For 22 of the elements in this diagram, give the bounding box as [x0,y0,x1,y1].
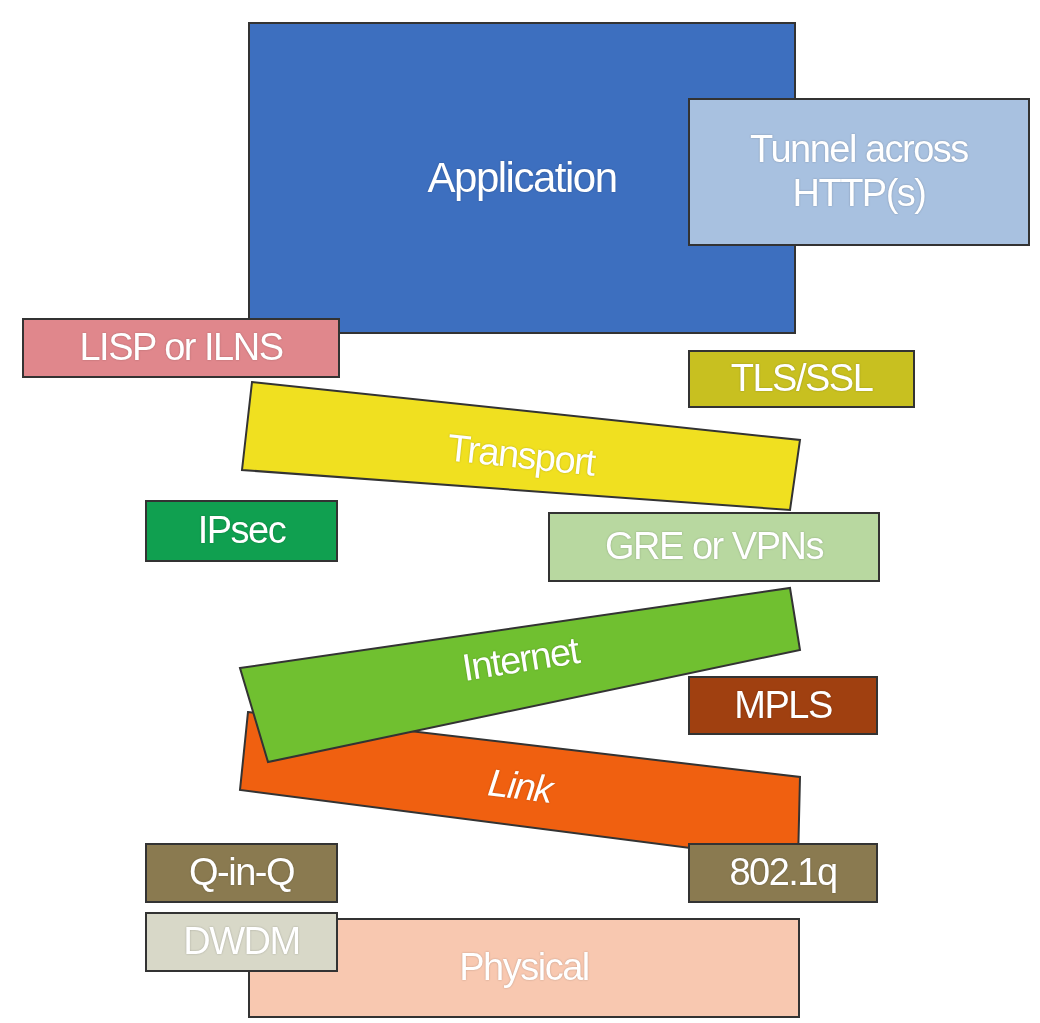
layer-label: 802.1q [729,851,837,895]
protocol-box [145,912,338,972]
layer-label: Physical [459,946,589,990]
protocol-box [145,500,338,562]
protocol-box [688,350,915,408]
protocol-box [548,512,880,582]
layer-label: Transport [445,426,597,486]
layer-label: MPLS [734,683,832,728]
protocol-box [688,843,878,903]
layer-label: IPsec [197,509,286,553]
layer-label: GRE or VPNs [605,525,823,569]
layer-label: Internet [458,629,582,691]
protocol-box [688,676,878,735]
layer-label: Tunnel across HTTP(s) [749,128,969,216]
layer-label: Link [485,761,555,813]
layer-label: TLS/SSL [730,357,873,401]
protocol-box [22,318,340,378]
protocol-box [145,843,338,903]
protocol-box [688,98,1030,246]
layer-label: LISP or ILNS [79,326,283,370]
layer-label: Q-in-Q [189,851,294,895]
layer-label: Application [427,153,617,203]
